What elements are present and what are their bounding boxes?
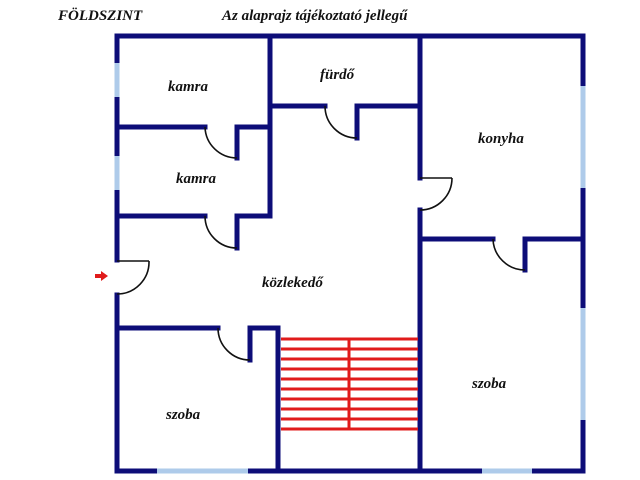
- disclaimer-text: Az alaprajz tájékoztató jellegű: [222, 8, 408, 24]
- door-szoba-left: [217, 327, 251, 361]
- room-label-szoba-left: szoba: [165, 407, 201, 423]
- room-label-szoba-right: szoba: [471, 376, 507, 392]
- door-entrance: [116, 260, 150, 295]
- door-kozlekedo-szoba: [419, 177, 453, 211]
- room-label-konyha: konyha: [478, 131, 524, 147]
- windows: [114, 63, 586, 474]
- level-title: FÖLDSZINT: [58, 8, 143, 24]
- walls: [114, 33, 586, 474]
- door-kamra-2: [204, 215, 238, 249]
- entrance-arrow-icon: [95, 271, 108, 281]
- door-furdo: [324, 105, 358, 139]
- door-konyha: [492, 238, 526, 271]
- door-kamra-1: [204, 126, 238, 159]
- room-label-kamra-1: kamra: [168, 79, 209, 95]
- staircase-icon: [281, 337, 418, 431]
- doors: [116, 105, 526, 361]
- room-label-kozlekedo: közlekedő: [262, 275, 324, 291]
- room-label-kamra-2: kamra: [176, 171, 217, 187]
- room-label-furdo: fürdő: [320, 67, 356, 83]
